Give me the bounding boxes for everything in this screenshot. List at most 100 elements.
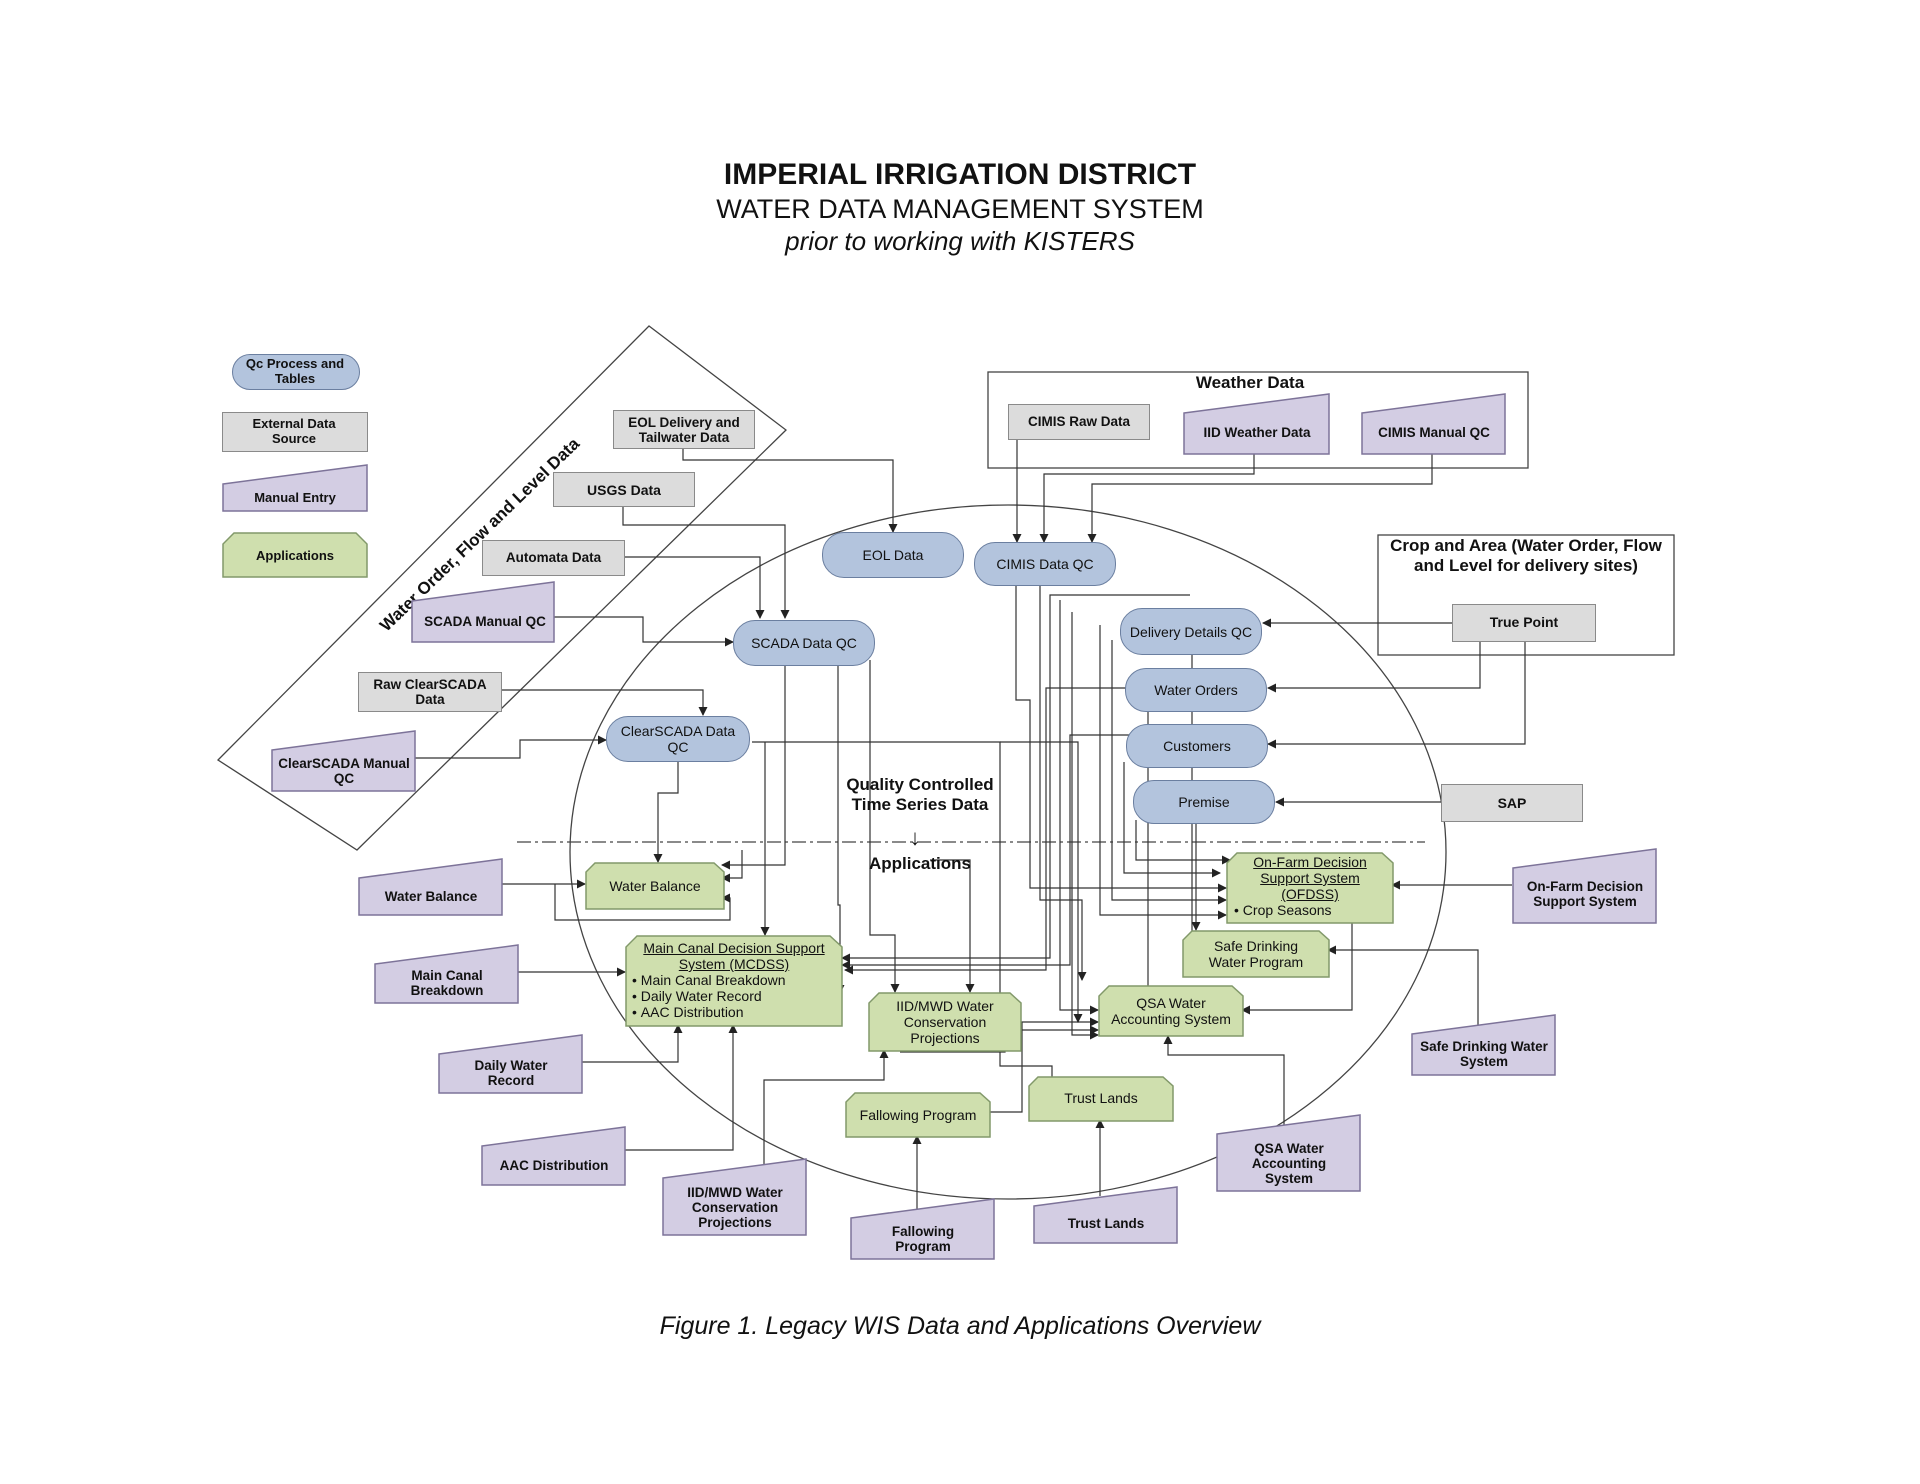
main-canal-manual-node bbox=[374, 944, 519, 1004]
system-boundary-ellipse bbox=[569, 504, 1447, 1200]
ofdss-item-1-text: Crop Seasons bbox=[1242, 902, 1332, 918]
safe-drinking-manual-node bbox=[1411, 1014, 1556, 1076]
iid-mwd-manual-node bbox=[662, 1158, 807, 1236]
legend-qc-swatch bbox=[232, 354, 360, 390]
weather-group-title: Weather Data bbox=[1195, 373, 1305, 392]
figure-caption: Figure 1. Legacy WIS Data and Applicatio… bbox=[659, 1312, 1261, 1340]
legend-applications-swatch bbox=[222, 532, 368, 578]
scada-qc-label: SCADA Data QC bbox=[751, 635, 857, 651]
ofdss-item-1: • Crop Seasons bbox=[1234, 902, 1332, 918]
aac-manual-node bbox=[481, 1126, 626, 1186]
cimis-qc-node bbox=[974, 542, 1116, 586]
usgs-node bbox=[553, 472, 695, 507]
mcdss-item-3-text: AAC Distribution bbox=[640, 1004, 744, 1020]
legend-applications-label: Applications bbox=[255, 548, 334, 563]
qsa-manual-node bbox=[1216, 1114, 1361, 1192]
eol-tailwater-node bbox=[613, 410, 755, 449]
legend-external-label: External Data Source bbox=[252, 416, 336, 446]
mcdss-item-3: • AAC Distribution bbox=[632, 1004, 744, 1020]
sap-node bbox=[1441, 784, 1583, 822]
safe-drinking-app-node bbox=[1182, 930, 1330, 978]
clearscada-manual-label: ClearSCADA Manual QC bbox=[278, 756, 410, 786]
aac-manual-label: AAC Distribution bbox=[499, 1158, 609, 1173]
legend-manual-swatch bbox=[222, 464, 368, 512]
water-orders-node bbox=[1125, 668, 1267, 712]
applications-label: Applications bbox=[868, 854, 971, 873]
cimis-qc-label: CIMIS Data QC bbox=[996, 556, 1094, 572]
mcdss-app-content: Main Canal Decision Support System (MCDS… bbox=[628, 940, 840, 1020]
cimis-manual-label: CIMIS Manual QC bbox=[1378, 425, 1490, 440]
legend-qc-label: Qc Process and Tables bbox=[245, 356, 345, 386]
quality-series-label: Quality Controlled Time Series Data bbox=[846, 775, 994, 814]
qsa-manual-label: QSA Water Accounting System bbox=[1251, 1140, 1327, 1186]
mcdss-item-2-text: Daily Water Record bbox=[640, 988, 762, 1004]
iid-mwd-app-node bbox=[868, 992, 1022, 1052]
iid-weather-label: IID Weather Data bbox=[1203, 425, 1311, 440]
premise-label: Premise bbox=[1178, 794, 1230, 810]
qsa-app-label: QSA Water Accounting System bbox=[1111, 995, 1231, 1027]
trust-lands-app-node bbox=[1028, 1076, 1174, 1122]
ofdss-app-node bbox=[1226, 852, 1394, 924]
clearscada-qc-label: ClearSCADA Data QC bbox=[620, 723, 736, 755]
usgs-label: USGS Data bbox=[587, 481, 661, 498]
fallowing-app-label: Fallowing Program bbox=[859, 1107, 977, 1123]
trust-lands-manual-label: Trust Lands bbox=[1067, 1216, 1145, 1231]
water-balance-manual-node bbox=[358, 858, 503, 916]
trust-lands-manual-node bbox=[1033, 1186, 1178, 1244]
fallowing-manual-label: Fallowing Program bbox=[891, 1224, 955, 1254]
mcdss-item-1: • Main Canal Breakdown bbox=[632, 972, 786, 988]
water-order-group-box bbox=[216, 325, 787, 851]
legend-external-swatch bbox=[222, 412, 368, 452]
weather-group-box bbox=[987, 371, 1529, 469]
cimis-raw-node bbox=[1008, 404, 1150, 440]
mcdss-app-node bbox=[625, 935, 843, 1027]
iid-mwd-manual-label: IID/MWD Water Conservation Projections bbox=[687, 1184, 783, 1230]
eol-data-label: EOL Data bbox=[862, 547, 924, 563]
delivery-qc-label: Delivery Details QC bbox=[1129, 623, 1253, 640]
ofdss-app-content: On-Farm Decision Support System (OFDSS) … bbox=[1230, 854, 1390, 918]
water-orders-label: Water Orders bbox=[1154, 682, 1238, 698]
main-canal-manual-label: Main Canal Breakdown bbox=[410, 968, 484, 998]
crop-group-box bbox=[1377, 534, 1675, 656]
raw-clearscada-node bbox=[358, 672, 502, 712]
eol-data-node bbox=[822, 532, 964, 578]
premise-node bbox=[1133, 780, 1275, 824]
mcdss-title: Main Canal Decision Support System (MCDS… bbox=[643, 940, 825, 972]
safe-drinking-app-label: Safe Drinking Water Program bbox=[1208, 938, 1304, 970]
delivery-qc-node bbox=[1120, 608, 1262, 655]
mcdss-item-2: • Daily Water Record bbox=[632, 988, 762, 1004]
page-tagline: prior to working with KISTERS bbox=[785, 226, 1135, 256]
clearscada-manual-node bbox=[271, 730, 416, 792]
true-point-node bbox=[1452, 604, 1596, 642]
clearscada-qc-node bbox=[606, 716, 750, 762]
scada-manual-label: SCADA Manual QC bbox=[424, 613, 546, 629]
eol-tailwater-label: EOL Delivery and Tailwater Data bbox=[628, 414, 740, 445]
automata-node bbox=[482, 540, 625, 576]
iid-mwd-app-label: IID/MWD Water Conservation Projections bbox=[896, 998, 994, 1046]
daily-water-manual-node bbox=[438, 1034, 583, 1094]
customers-node bbox=[1126, 724, 1268, 768]
scada-manual-node bbox=[411, 581, 555, 643]
water-balance-manual-label: Water Balance bbox=[384, 889, 478, 904]
mcdss-item-1-text: Main Canal Breakdown bbox=[640, 972, 786, 988]
cimis-raw-label: CIMIS Raw Data bbox=[1027, 414, 1131, 429]
true-point-label: True Point bbox=[1489, 614, 1559, 630]
page-title: IMPERIAL IRRIGATION DISTRICT bbox=[723, 158, 1197, 191]
scada-qc-node bbox=[733, 620, 875, 666]
ofdss-title: On-Farm Decision Support System (OFDSS) bbox=[1253, 854, 1367, 902]
crop-group-title: Crop and Area (Water Order, Flow and Lev… bbox=[1390, 536, 1662, 575]
qsa-app-node bbox=[1098, 985, 1244, 1037]
safe-drinking-manual-label: Safe Drinking Water System bbox=[1420, 1039, 1548, 1069]
onfarm-manual-node bbox=[1512, 848, 1657, 924]
sap-label: SAP bbox=[1497, 795, 1527, 811]
water-balance-app-node bbox=[585, 862, 725, 910]
onfarm-manual-label: On-Farm Decision Support System bbox=[1526, 879, 1644, 909]
legend-manual-label: Manual Entry bbox=[254, 490, 336, 505]
customers-label: Customers bbox=[1163, 738, 1231, 754]
cimis-manual-node bbox=[1361, 393, 1506, 455]
quality-arrow: ↓ bbox=[909, 825, 921, 850]
daily-water-manual-label: Daily Water Record bbox=[474, 1058, 548, 1088]
fallowing-manual-node bbox=[850, 1198, 995, 1260]
raw-clearscada-label: Raw ClearSCADA Data bbox=[373, 677, 487, 707]
